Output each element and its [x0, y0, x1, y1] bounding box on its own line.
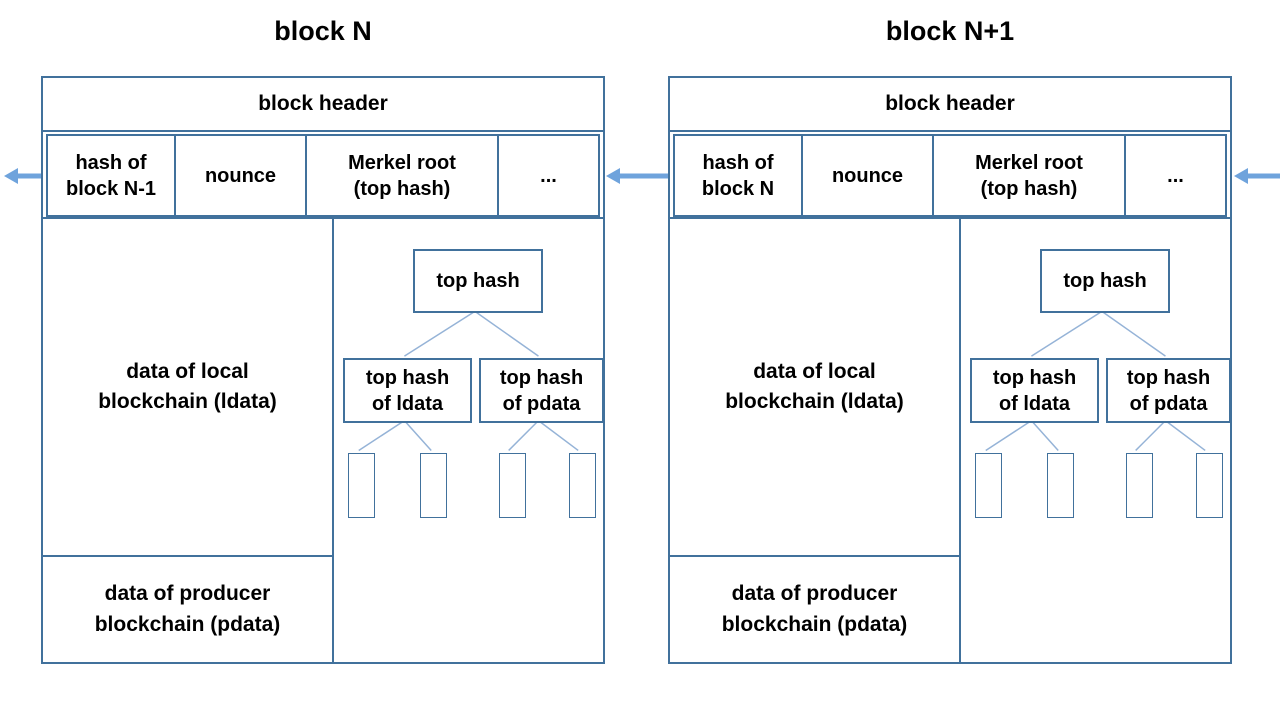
merkle-text-line: top hash [499, 366, 584, 389]
merkle-text-line: of pdata [502, 392, 581, 415]
header-cell-ellipsis: ... [497, 134, 600, 217]
connector-line [1030, 420, 1059, 451]
arrow-head [606, 168, 620, 184]
block-header-label: block header [258, 92, 388, 115]
merkle-text-line: top hash [365, 366, 450, 389]
connector-line [1135, 420, 1166, 451]
cell-text-line: ... [540, 164, 557, 187]
pdata-text-line: blockchain (pdata) [94, 612, 281, 636]
header-body-divider [43, 217, 603, 219]
ldata-text-line: blockchain (ldata) [725, 390, 904, 413]
merkle-pdata-hash-box: top hash of pdata [479, 358, 604, 423]
merkle-ldata-hash-box: top hash of ldata [970, 358, 1099, 423]
merkle-leaf-box [1126, 453, 1153, 518]
ldata-region: data of local blockchain (ldata) [43, 219, 332, 555]
merkle-top-hash-box: top hash [413, 249, 543, 313]
header-cell-prev-hash: hash of block N-1 [46, 134, 176, 217]
merkle-text-line: top hash [1063, 270, 1147, 292]
pdata-region: data of producer blockchain (pdata) [43, 557, 332, 662]
cell-text-line: hash of [75, 151, 147, 174]
block-n-title: block N [274, 16, 372, 46]
connector-line [403, 420, 432, 451]
merkle-top-hash-box: top hash [1040, 249, 1170, 313]
cell-text-line: block N [701, 177, 775, 200]
header-cell-nounce: nounce [801, 134, 934, 217]
header-cell-nounce: nounce [174, 134, 307, 217]
block-n-plus-1: block header hash of block N nounce Merk… [668, 76, 1232, 664]
chain-arrow-outgoing-left-icon [4, 168, 41, 184]
block-header-row: block header [670, 78, 1230, 132]
merkle-text-line: top hash [992, 366, 1077, 389]
merkle-leaf-box [1196, 453, 1223, 518]
arrow-tail [16, 173, 41, 179]
header-cell-merkle-root: Merkel root (top hash) [305, 134, 499, 217]
arrow-head [1234, 168, 1248, 184]
connector-line [538, 420, 579, 452]
cell-text-line: ... [1167, 164, 1184, 187]
merkle-leaf-box [1047, 453, 1074, 518]
ldata-region: data of local blockchain (ldata) [670, 219, 959, 555]
ldata-text-line: blockchain (ldata) [98, 390, 277, 413]
connector-line [508, 420, 539, 451]
cell-text-line: Merkel root [975, 151, 1083, 174]
merkle-text-line: of ldata [998, 392, 1071, 415]
cell-text-line: block N-1 [65, 177, 157, 200]
header-fields-row: hash of block N-1 nounce Merkel root (to… [46, 134, 600, 217]
connector-line [358, 420, 405, 452]
connector-line [404, 310, 476, 357]
connector-line [1101, 310, 1166, 357]
arrow-tail [1246, 173, 1280, 179]
header-cell-ellipsis: ... [1124, 134, 1227, 217]
cell-text-line: hash of [702, 151, 774, 174]
cell-text-line: nounce [831, 164, 904, 187]
merkle-text-line: top hash [436, 270, 520, 292]
merkle-leaf-box [569, 453, 596, 518]
cell-text-line: (top hash) [980, 177, 1078, 200]
connector-line [985, 420, 1032, 452]
merkle-leaf-box [348, 453, 375, 518]
cell-text-line: (top hash) [353, 177, 451, 200]
merkle-text-line: of ldata [371, 392, 444, 415]
merkle-ldata-hash-box: top hash of ldata [343, 358, 472, 423]
ldata-text-line: data of local [753, 359, 876, 383]
pdata-region: data of producer blockchain (pdata) [670, 557, 959, 662]
connector-line [474, 310, 539, 357]
ldata-pdata-divider [670, 555, 961, 557]
merkle-text-line: of pdata [1129, 392, 1208, 415]
block-header-row: block header [43, 78, 603, 132]
arrow-head [4, 168, 18, 184]
block-header-label: block header [885, 92, 1015, 115]
cell-text-line: nounce [204, 164, 277, 187]
chain-arrow-incoming-right-icon [1234, 168, 1280, 184]
ldata-pdata-divider [43, 555, 334, 557]
pdata-text-line: blockchain (pdata) [721, 612, 908, 636]
pdata-text-line: data of producer [731, 582, 898, 606]
merkle-leaf-box [975, 453, 1002, 518]
header-fields-row: hash of block N nounce Merkel root (top … [673, 134, 1227, 217]
connector-line [1165, 420, 1206, 452]
ldata-tree-divider [959, 219, 961, 662]
block-n: block header hash of block N-1 nounce Me… [41, 76, 605, 664]
header-cell-prev-hash: hash of block N [673, 134, 803, 217]
ldata-text-line: data of local [126, 359, 249, 383]
block-n-plus-1-title: block N+1 [885, 16, 1015, 46]
pdata-text-line: data of producer [104, 582, 271, 606]
arrow-tail [618, 173, 668, 179]
merkle-text-line: top hash [1126, 366, 1211, 389]
header-body-divider [670, 217, 1230, 219]
cell-text-line: Merkel root [348, 151, 456, 174]
ldata-tree-divider [332, 219, 334, 662]
connector-line [1031, 310, 1103, 357]
merkle-pdata-hash-box: top hash of pdata [1106, 358, 1231, 423]
merkle-leaf-box [420, 453, 447, 518]
chain-arrow-n1-to-n-icon [606, 168, 668, 184]
header-cell-merkle-root: Merkel root (top hash) [932, 134, 1126, 217]
merkle-leaf-box [499, 453, 526, 518]
